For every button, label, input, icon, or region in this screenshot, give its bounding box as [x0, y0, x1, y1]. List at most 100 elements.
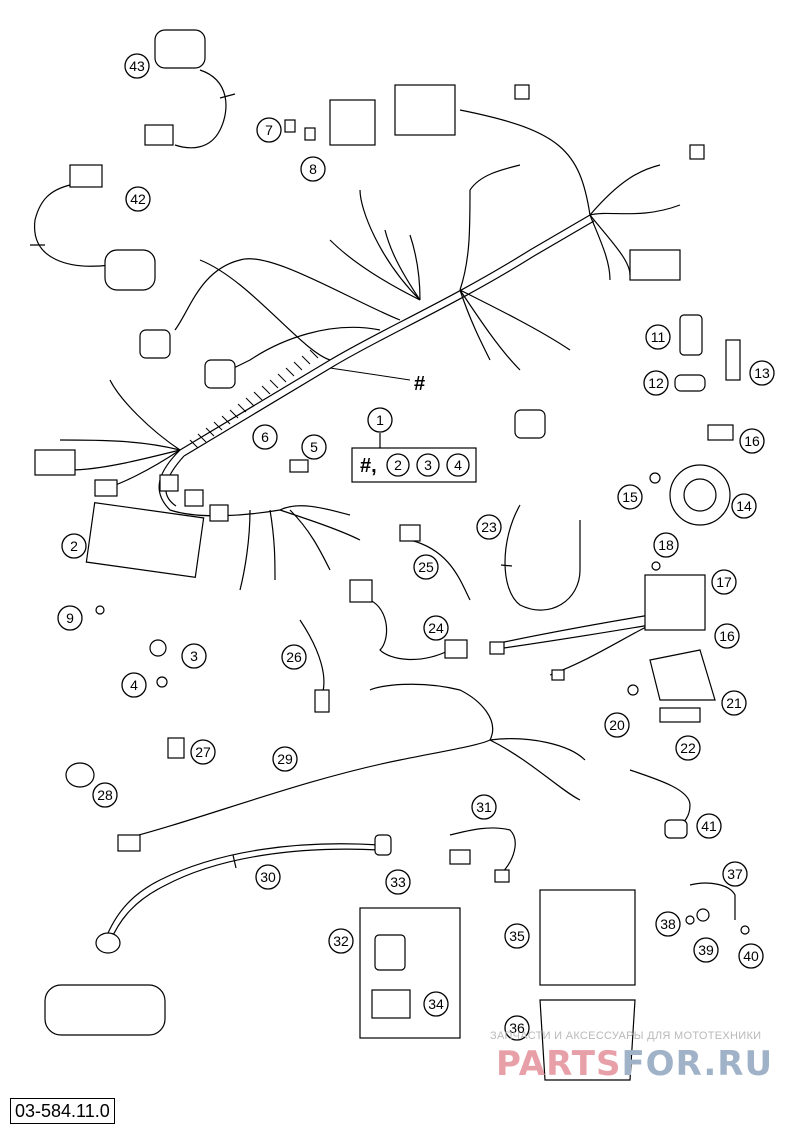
cable-24 — [369, 599, 451, 661]
assembly-note-circle-4 — [446, 453, 470, 477]
switch-43-cable — [174, 69, 227, 149]
callout-circle-42 — [125, 186, 151, 212]
callout-circle-9 — [57, 605, 83, 631]
callout-circle-27 — [190, 739, 216, 765]
callout-circle-21 — [721, 690, 747, 716]
callout-label-9: 9 — [66, 610, 74, 626]
callout-circle-11 — [645, 324, 671, 350]
callout-label-18: 18 — [658, 537, 674, 553]
callout-label-30: 30 — [260, 869, 276, 885]
callout-label-24: 24 — [428, 620, 444, 636]
callout-circle-14 — [731, 493, 757, 519]
assembly-note-hash: #, — [360, 455, 377, 477]
callout-circle-20 — [604, 712, 630, 738]
callout-label-39: 39 — [698, 942, 714, 958]
callout-label-16: 16 — [744, 433, 760, 449]
callout-circle-22 — [675, 735, 701, 761]
callout-label-36: 36 — [509, 1020, 525, 1036]
handlebar-switch-43 — [154, 29, 206, 69]
assembly-note-label-2: 2 — [394, 457, 402, 473]
callout-circle-16 — [739, 428, 765, 454]
callout-circle-12 — [643, 370, 669, 396]
harness-left-branch — [158, 449, 281, 517]
callout-circle-38 — [655, 911, 681, 937]
assembly-note-label-3: 3 — [424, 457, 432, 473]
callout-circle-8 — [300, 156, 326, 182]
assembly-note-circle-3 — [416, 453, 440, 477]
cable-25 — [409, 539, 471, 601]
cable-31 — [449, 827, 516, 876]
callout-label-42: 42 — [130, 191, 146, 207]
callout-label-26: 26 — [286, 649, 302, 665]
callout-circle-32 — [328, 928, 354, 954]
callout-circle-6 — [252, 424, 278, 450]
part-callouts: 1234567891112131415161617182021222324252… — [57, 53, 775, 1041]
callout-label-11: 11 — [651, 329, 666, 345]
callout-circle-7 — [256, 117, 282, 143]
cable-37 — [689, 882, 736, 920]
callout-label-8: 8 — [309, 161, 317, 177]
cable-29 — [119, 739, 581, 841]
callout-label-21: 21 — [726, 695, 742, 711]
callout-circle-4 — [121, 672, 147, 698]
callout-label-1: 1 — [376, 412, 384, 428]
callout-label-5: 5 — [310, 439, 318, 455]
callout-label-37: 37 — [727, 866, 743, 882]
callout-circle-34 — [423, 991, 449, 1017]
switch-42-cable — [34, 184, 111, 267]
callout-label-33: 33 — [390, 874, 406, 890]
watermark-brand-part1: PARTS — [496, 1044, 622, 1084]
assembly-note-circle-2 — [386, 453, 410, 477]
callout-label-12: 12 — [648, 375, 664, 391]
callout-circle-18 — [653, 532, 679, 558]
relay-32 — [374, 934, 406, 971]
callout-label-2: 2 — [70, 538, 78, 554]
callout-circle-24 — [423, 615, 449, 641]
callout-circle-30 — [255, 864, 281, 890]
callout-label-7: 7 — [265, 122, 273, 138]
callout-label-6: 6 — [261, 429, 269, 445]
reference-code: 03-584.11.0 — [10, 1098, 115, 1124]
callout-label-4: 4 — [130, 677, 138, 693]
watermark-brand: PARTSFOR.RU — [496, 1044, 773, 1084]
callout-circle-28 — [92, 782, 118, 808]
callout-circle-17 — [711, 569, 737, 595]
callout-circle-39 — [693, 937, 719, 963]
callout-circle-43 — [124, 53, 150, 79]
callout-circle-31 — [471, 794, 497, 820]
callout-circle-16 — [714, 623, 740, 649]
callout-circle-25 — [413, 554, 439, 580]
bracket-2 — [85, 501, 205, 579]
callout-label-3: 3 — [190, 648, 198, 664]
callout-label-15: 15 — [622, 489, 638, 505]
callout-label-35: 35 — [509, 928, 525, 944]
callout-circle-26 — [281, 644, 307, 670]
watermark-subtitle: ЗАПЧАСТИ И АКСЕССУАРЫ ДЛЯ МОТОТЕХНИКИ — [490, 1030, 762, 1042]
starter-motor — [44, 984, 166, 1036]
callout-label-20: 20 — [609, 717, 625, 733]
callout-label-25: 25 — [418, 559, 434, 575]
callout-label-17: 17 — [716, 574, 732, 590]
assembly-note-label-4: 4 — [454, 457, 462, 473]
callout-label-43: 43 — [129, 58, 145, 74]
callout-circle-41 — [696, 813, 722, 839]
callout-circle-15 — [617, 484, 643, 510]
callout-circle-5 — [301, 434, 327, 460]
callout-label-32: 32 — [333, 933, 349, 949]
callout-circle-2 — [61, 533, 87, 559]
callout-circle-29 — [272, 746, 298, 772]
cable-23 — [504, 504, 581, 611]
callout-label-13: 13 — [754, 365, 770, 381]
battery-box-36 — [539, 999, 636, 1081]
main-harness-trunk — [179, 214, 591, 451]
callout-label-22: 22 — [680, 740, 696, 756]
callout-circle-1 — [367, 407, 393, 433]
callout-label-31: 31 — [476, 799, 492, 815]
callout-label-34: 34 — [428, 996, 444, 1012]
callout-label-40: 40 — [743, 948, 759, 964]
callout-circle-40 — [738, 943, 764, 969]
callout-label-29: 29 — [277, 751, 293, 767]
callout-label-41: 41 — [701, 818, 717, 834]
callout-label-16: 16 — [719, 628, 735, 644]
